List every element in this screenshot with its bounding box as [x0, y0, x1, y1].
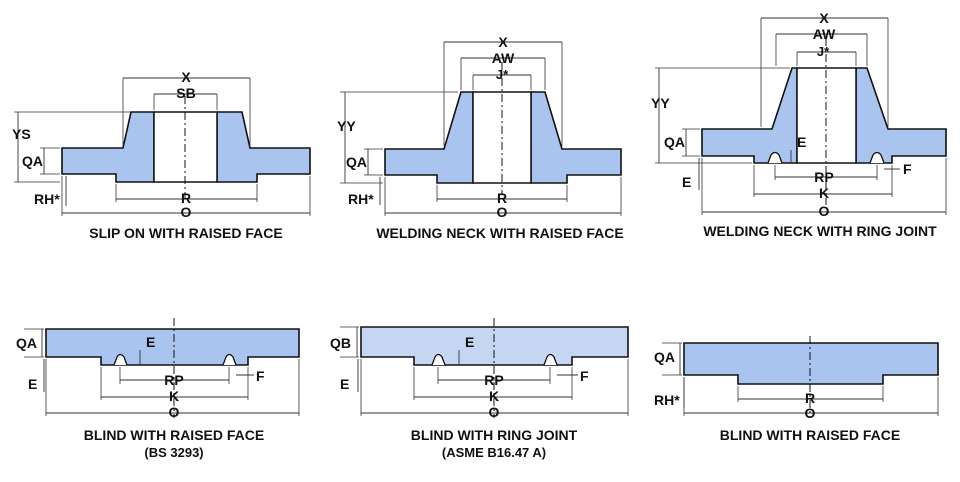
dim-label-o: O	[805, 405, 816, 421]
dim-label-qa: QA	[22, 153, 43, 169]
dim-label-f: F	[580, 368, 589, 384]
dim-label-f: F	[903, 161, 912, 177]
dim-label-r: R	[181, 190, 191, 206]
flange-body	[855, 67, 947, 164]
ring-groove	[113, 353, 128, 366]
dim-label-ys: YS	[12, 126, 31, 142]
bore	[796, 67, 857, 164]
flange-body	[701, 67, 798, 164]
dim-label-yy: YY	[337, 118, 356, 134]
ring-groove	[767, 151, 783, 164]
diagram-welding-neck-raised-face: X AW J* YY QA RH* R O	[337, 34, 622, 220]
caption-blind-raised-face-bs: BLIND WITH RAISED FACE	[83, 427, 265, 443]
dim-label-rp: RP	[814, 169, 833, 185]
dim-label-r: R	[497, 190, 507, 206]
diagram-blind-raised-face: QA RH* R O	[654, 336, 939, 421]
dim-label-qa: QA	[664, 134, 685, 150]
dim-label-r: R	[805, 390, 815, 406]
flange-body	[683, 342, 939, 385]
dim-label-rh: RH*	[654, 392, 680, 408]
dim-label-x: X	[181, 69, 191, 85]
subcaption-bs3293: (BS 3293)	[144, 445, 204, 460]
flange-body	[61, 111, 155, 183]
dim-label-o: O	[489, 404, 500, 420]
dim-label-o: O	[497, 204, 508, 220]
caption-blind-ring-joint: BLIND WITH RING JOINT	[410, 427, 578, 443]
ring-groove	[431, 353, 446, 366]
dim-label-k: K	[489, 388, 499, 404]
flange-body	[384, 91, 474, 184]
diagram-blind-raised-face-bs3293: QA E E RP F K O	[16, 318, 300, 420]
dim-label-o: O	[819, 203, 830, 219]
dim-label-x: X	[498, 34, 508, 50]
dim-label-o: O	[169, 404, 180, 420]
ring-groove	[869, 151, 885, 164]
dim-label-k: K	[819, 185, 829, 201]
dim-label-e-top: E	[146, 334, 155, 350]
caption-welding-neck-raised-face: WELDING NECK WITH RAISED FACE	[376, 225, 624, 241]
dim-label-e-top: E	[465, 334, 474, 350]
dim-label-aw: AW	[813, 26, 836, 42]
dim-label-qa: QA	[346, 154, 367, 170]
dim-label-rp: RP	[164, 372, 183, 388]
caption-welding-neck-ring-joint: WELDING NECK WITH RING JOINT	[703, 223, 937, 239]
dim-label-e-left: E	[28, 376, 37, 392]
dim-label-e-left: E	[682, 174, 691, 190]
dim-label-rh: RH*	[34, 191, 60, 207]
dim-label-aw: AW	[492, 50, 515, 66]
dim-label-e-top: E	[797, 134, 806, 150]
dim-label-j: J*	[496, 67, 509, 82]
dim-label-f: F	[256, 368, 265, 384]
flange-body	[530, 91, 622, 184]
subcaption-asme: (ASME B16.47 A)	[441, 445, 547, 460]
ring-groove	[543, 353, 558, 366]
diagram-welding-neck-ring-joint: X AW J* YY QA E E RP F	[651, 10, 947, 219]
diagram-blind-ring-joint-asme: QB E E RP F K O	[330, 318, 629, 420]
dim-label-k: K	[169, 388, 179, 404]
dim-label-rp: RP	[484, 372, 503, 388]
dim-label-qa: QA	[16, 335, 37, 351]
ring-groove	[222, 353, 237, 366]
dim-label-rh: RH*	[348, 191, 374, 207]
dim-label-yy: YY	[651, 95, 670, 111]
caption-blind-raised-face: BLIND WITH RAISED FACE	[719, 427, 901, 443]
diagram-slip-on-raised-face: X SB YS QA RH* R O	[12, 69, 311, 220]
caption-slip-on-raised-face: SLIP ON WITH RAISED FACE	[89, 225, 283, 241]
flange-body	[45, 328, 300, 366]
dim-label-x: X	[819, 10, 829, 26]
dim-label-o: O	[181, 204, 192, 220]
dim-label-sb: SB	[176, 85, 195, 101]
dim-label-qa: QA	[654, 349, 675, 365]
dim-label-e-left: E	[340, 376, 349, 392]
dim-label-j: J*	[817, 44, 830, 59]
dim-label-qb: QB	[330, 335, 351, 351]
flange-body	[216, 111, 311, 183]
